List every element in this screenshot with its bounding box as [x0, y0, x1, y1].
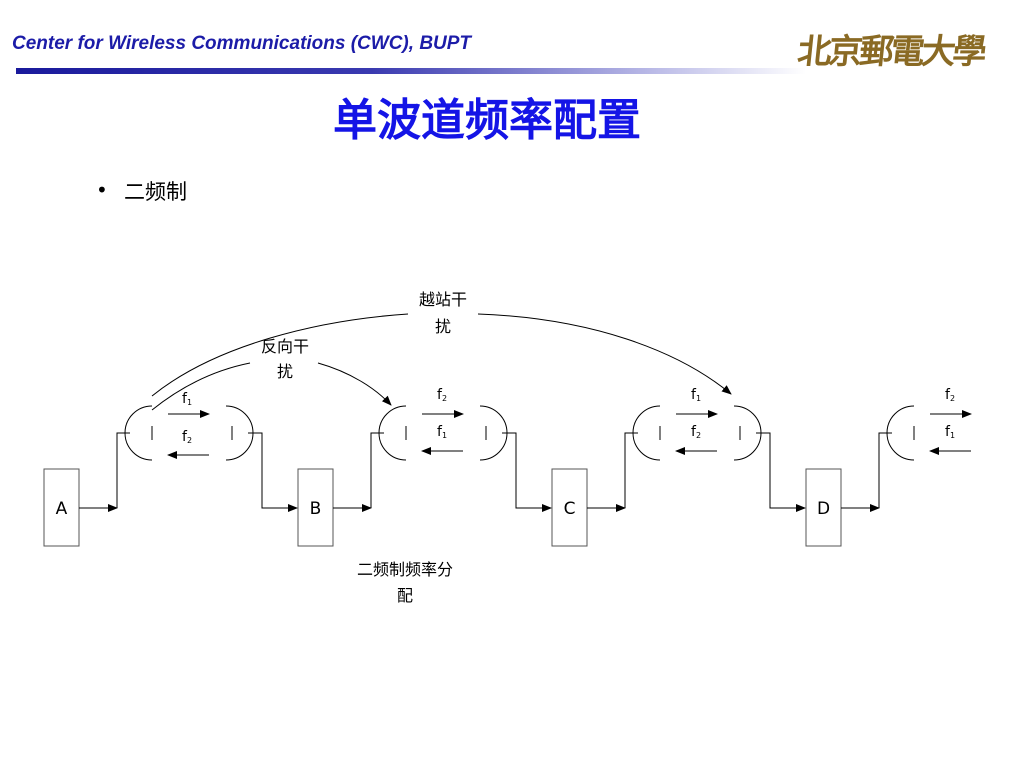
feeder-d-up — [878, 432, 892, 508]
feeder-d-in — [756, 432, 806, 512]
antenna-c-tx — [632, 405, 661, 461]
feeder-b-in — [248, 432, 298, 512]
reverse-curve-right — [317, 362, 392, 406]
reverse-label-line1: 反向干 — [261, 337, 309, 356]
reverse-curve-left — [151, 362, 251, 411]
reverse-label-line2: 扰 — [277, 362, 293, 381]
antenna-c-rx — [479, 405, 508, 461]
station-label-c: C — [564, 499, 576, 519]
station-label-a: A — [56, 499, 68, 519]
bullet-text: 二频制 — [124, 180, 187, 204]
header-divider-bar — [16, 68, 806, 74]
station-d: D — [805, 468, 842, 547]
station-c: C — [551, 468, 588, 547]
hop1-reverse-freq: f2 — [182, 429, 192, 445]
antenna-b-rx — [225, 405, 254, 461]
hop2-reverse-freq: f1 — [437, 424, 447, 440]
hop3-reverse-freq: f2 — [691, 424, 701, 440]
feeder-c-in — [502, 432, 552, 512]
antenna-b-tx — [378, 405, 407, 461]
antenna-d-tx — [886, 405, 915, 461]
slide-title: 单波道频率配置 — [333, 95, 641, 146]
station-a: A — [43, 468, 80, 547]
caption-line1: 二频制频率分 — [357, 560, 453, 579]
antenna-a-tx — [124, 405, 153, 461]
hop1-forward-freq: f1 — [182, 391, 192, 407]
overreach-label-line1: 越站干 — [419, 290, 467, 309]
overreach-label-line2: 扰 — [435, 317, 451, 336]
station-b: B — [297, 468, 334, 547]
overreach-curve-left — [151, 313, 409, 397]
hop2-forward-freq: f2 — [437, 387, 447, 403]
hop4-reverse-freq: f1 — [945, 424, 955, 440]
caption-line2: 配 — [397, 586, 413, 605]
institution-header: Center for Wireless Communications (CWC)… — [12, 33, 472, 54]
hop4-forward-freq: f2 — [945, 387, 955, 403]
antenna-d-rx — [733, 405, 762, 461]
station-label-b: B — [310, 499, 322, 519]
feeder-b-up — [370, 432, 384, 508]
station-label-d: D — [817, 499, 830, 519]
feeder-a-up — [116, 432, 130, 508]
hop3-forward-freq: f1 — [691, 387, 701, 403]
feeder-c-up — [624, 432, 638, 508]
overreach-curve-right — [477, 313, 732, 395]
bullet-marker: • — [96, 178, 108, 202]
